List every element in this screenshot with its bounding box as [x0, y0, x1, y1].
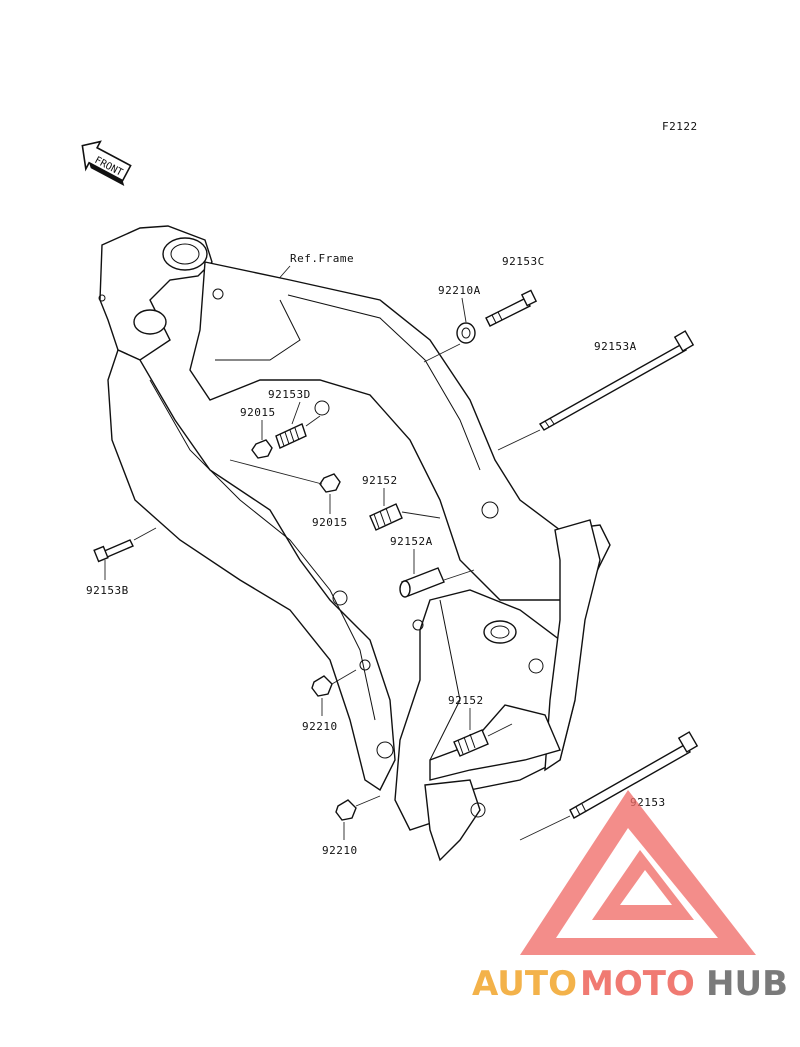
callout-92210-mid: 92210 — [302, 720, 338, 733]
leader-92210a — [461, 297, 467, 323]
callout-92153b: 92153B — [86, 584, 129, 597]
callout-92015-mid: 92015 — [312, 516, 348, 529]
leader-92210-low-frame — [355, 795, 381, 807]
leader-92210-mid-frame — [331, 669, 357, 685]
leader-92153b-frame — [133, 527, 157, 541]
figure-code: F2122 — [662, 120, 698, 133]
callout-92152a: 92152A — [390, 535, 433, 548]
nut-92015-top — [251, 439, 273, 459]
callout-92152-top: 92152 — [362, 474, 398, 487]
bolt-92153c — [485, 289, 538, 327]
nut-92210-mid — [311, 675, 333, 697]
callout-92153a: 92153A — [594, 340, 637, 353]
callout-92153c: 92153C — [502, 255, 545, 268]
leader-92152-low-frame — [487, 723, 513, 737]
bolt-92153a — [538, 330, 695, 431]
callout-92153d: 92153D — [268, 388, 311, 401]
leader-92153a — [497, 429, 541, 451]
callout-92210-low: 92210 — [322, 844, 358, 857]
leader-92153d-frame — [305, 415, 321, 427]
stud-92152-top — [369, 503, 403, 531]
stud-92152-low — [453, 729, 489, 757]
watermark-text-moto: MOTO — [580, 964, 695, 1004]
callout-92015-top: 92015 — [240, 406, 276, 419]
callout-92210a: 92210A — [438, 284, 481, 297]
leader-92153d — [291, 401, 301, 425]
collar-92152a — [399, 567, 445, 598]
watermark-text-hub: HUB — [706, 964, 788, 1004]
nut-92015-mid — [319, 473, 341, 493]
nut-92210-low — [335, 799, 357, 821]
bolt-92153b — [93, 539, 134, 563]
leader-92152-top-frame — [401, 511, 441, 519]
collar-92210a — [456, 322, 476, 344]
ref-frame-label: Ref.Frame — [290, 252, 354, 265]
leader-92152a-frame — [443, 569, 475, 581]
callout-92152-low: 92152 — [448, 694, 484, 707]
front-arrow-icon: FRONT — [81, 140, 132, 187]
leader-92210a-frame — [423, 343, 461, 363]
motorcycle-frame — [98, 225, 611, 862]
leader-92015-mid-frame — [229, 459, 323, 485]
watermark-text-auto: AUTO — [472, 964, 577, 1004]
stud-92153d — [275, 423, 307, 449]
leader-92153 — [519, 815, 571, 841]
automotohub-watermark-logo — [520, 790, 756, 955]
bolt-92153 — [569, 731, 699, 819]
